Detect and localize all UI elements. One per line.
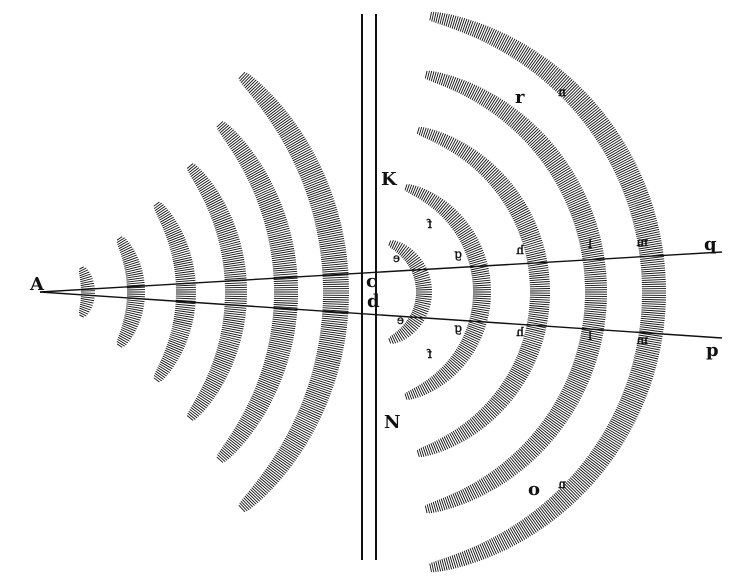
wave-mark-upper-g: g (454, 247, 462, 261)
figure-labels: A K c d N r o q p (29, 87, 719, 500)
wave-mark-upper-f: f (426, 217, 432, 231)
wave-mark-upper-l: l (588, 237, 592, 251)
label-p: p (706, 340, 719, 361)
wave-mark-upper-m: m (636, 235, 648, 249)
label-K: K (381, 169, 398, 190)
incident-wave-2 (116, 236, 146, 348)
label-d: d (367, 291, 380, 312)
refracted-wave-1 (388, 240, 432, 344)
incident-wave-3 (153, 201, 197, 383)
refracted-wave-2 (404, 184, 492, 400)
label-c: c (366, 271, 377, 292)
label-A: A (29, 274, 45, 295)
incident-wave-6 (238, 71, 350, 513)
refracted-wave-5 (429, 11, 667, 573)
incident-wavefronts (78, 71, 350, 513)
wave-mark-upper-n: n (558, 85, 566, 99)
label-o: o (528, 479, 540, 500)
wave-mark-lower-e: e (397, 313, 404, 327)
incident-wave-1 (78, 266, 96, 318)
wave-mark-upper-h: h (516, 243, 524, 257)
ray-upper (39, 251, 723, 293)
wave-mark-upper-e: e (393, 251, 400, 265)
ray-lower (39, 291, 723, 339)
wave-mark-labels: e f g h l m n e f g h l m n (393, 85, 649, 491)
wave-mark-lower-m: m (636, 333, 648, 347)
label-N: N (384, 412, 400, 433)
label-q: q (704, 234, 717, 255)
wave-mark-lower-l: l (588, 329, 592, 343)
wave-mark-lower-f: f (426, 347, 432, 361)
refracted-wave-3 (416, 126, 551, 458)
wave-mark-lower-n: n (558, 477, 566, 491)
incident-wave-4 (186, 163, 248, 421)
wave-mark-lower-g: g (454, 321, 462, 335)
construction-lines (39, 14, 723, 560)
refracted-wave-4 (424, 70, 608, 514)
wave-mark-lower-h: h (516, 325, 524, 339)
label-r: r (515, 87, 525, 108)
incident-wave-5 (216, 121, 299, 463)
refracted-wavefronts (388, 11, 667, 573)
